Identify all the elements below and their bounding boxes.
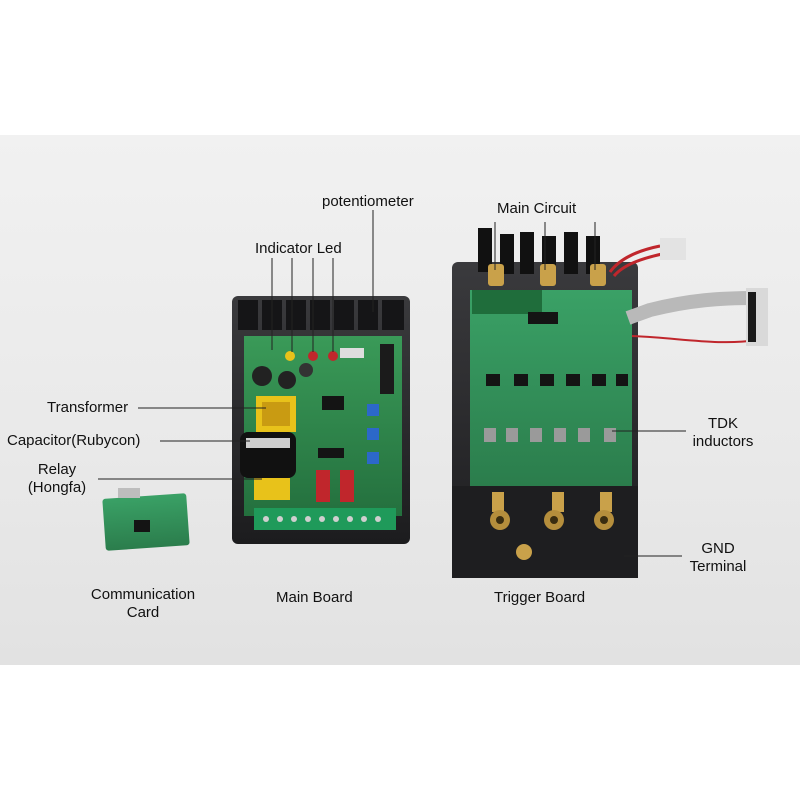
label-trigger-board: Trigger Board (494, 589, 586, 606)
label-relay-line1: Relay (37, 461, 77, 478)
trigger-board-unit (452, 228, 768, 578)
label-relay: Relay (Hongfa) (20, 461, 94, 497)
label-main-circuit: Main Circuit (497, 200, 577, 217)
label-comm-line2: Card (126, 604, 160, 621)
label-tdk-inductors: TDK inductors (686, 415, 760, 451)
label-tdk-line2: inductors (692, 433, 754, 450)
label-gnd-terminal: GND Terminal (680, 540, 756, 576)
label-gnd-line2: Terminal (689, 558, 747, 575)
label-capacitor: Capacitor(Rubycon) (7, 432, 141, 449)
label-potentiometer: potentiometer (322, 193, 414, 210)
label-gnd-line1: GND (701, 540, 735, 557)
label-indicator-led: Indicator Led (255, 240, 342, 257)
label-transformer: Transformer (47, 399, 129, 416)
communication-card (102, 488, 190, 551)
label-tdk-line1: TDK (708, 415, 738, 432)
label-communication-card: Communication Card (80, 586, 206, 622)
label-relay-line2: (Hongfa) (27, 479, 87, 496)
callout-lines (98, 210, 686, 557)
label-main-board: Main Board (276, 589, 353, 606)
main-board-unit (232, 296, 410, 544)
label-comm-line1: Communication (90, 586, 196, 603)
